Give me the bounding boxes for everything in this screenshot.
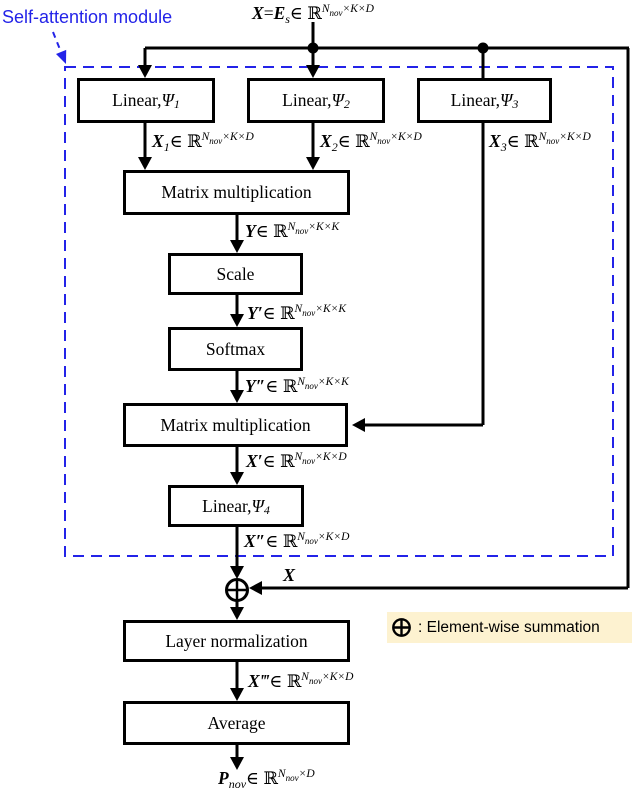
node-matmul1: Matrix multiplication — [123, 170, 350, 215]
branch-dots — [307, 42, 489, 54]
title-pointer-arrow — [52, 31, 67, 64]
node-scale: Scale — [168, 253, 303, 295]
dim-label-x-dprime: X″∈ ℝNnov×K×D — [244, 531, 350, 552]
arrowhead-into-linear2 — [306, 65, 320, 78]
node-softmax: Softmax — [168, 327, 303, 371]
arrowhead-into-matmul2 — [230, 390, 244, 403]
dim-label-y: Y∈ ℝNnov×K×K — [245, 221, 340, 242]
dim-label-x-prime: X′∈ ℝNnov×K×D — [246, 451, 347, 472]
arrowhead-into-sum — [230, 566, 244, 579]
dim-label-x2: X2∈ ℝNnov×K×D — [320, 131, 422, 154]
arrowhead-into-scale — [230, 240, 244, 253]
dim-label-x-skip: X — [283, 565, 296, 585]
node-average: Average — [123, 701, 350, 745]
legend-text: : Element-wise summation — [418, 618, 600, 636]
arrowhead-into-softmax — [230, 314, 244, 327]
dim-label-output: Pnov∈ ℝNnov×D — [218, 768, 315, 791]
arrowhead-into-layernorm — [230, 607, 244, 620]
branch-dot-center — [307, 42, 319, 54]
elementwise-sum-symbol — [225, 578, 249, 602]
arrowhead-into-average — [230, 688, 244, 701]
dim-label-x-tprime: X‴∈ ℝNnov×K×D — [248, 671, 354, 692]
node-matmul2: Matrix multiplication — [123, 403, 348, 447]
arrowhead-x2-into-matmul1 — [306, 157, 320, 170]
dim-label-y-prime: Y′∈ ℝNnov×K×K — [247, 303, 347, 324]
branch-dot-right — [477, 42, 489, 54]
arrowhead-into-linear4 — [230, 472, 244, 485]
arrowhead-output — [230, 757, 244, 770]
dim-label-x3: X3∈ ℝNnov×K×D — [489, 131, 591, 154]
arrowheads — [138, 65, 365, 770]
black-connectors — [143, 22, 630, 758]
self-attention-dashed-boundary — [64, 66, 614, 557]
arrowhead-skip-into-sum — [249, 581, 262, 595]
title-pointer-arrowhead — [56, 49, 67, 64]
arrowhead-into-linear1 — [138, 65, 152, 78]
arrowhead-x3-into-matmul2 — [352, 418, 365, 432]
dim-label-input: X=Es∈ ℝNnov×K×D — [252, 3, 374, 26]
module-title: Self-attention module — [2, 7, 173, 27]
dim-label-y-dprime: Y″∈ ℝNnov×K×K — [245, 376, 349, 397]
elementwise-sum-icon — [392, 618, 411, 637]
arrowhead-x1-into-matmul1 — [138, 157, 152, 170]
node-layernorm: Layer normalization — [123, 620, 350, 662]
legend: : Element-wise summation — [387, 612, 632, 643]
title-pointer-line — [52, 31, 62, 53]
dim-label-x1: X1∈ ℝNnov×K×D — [152, 131, 254, 154]
